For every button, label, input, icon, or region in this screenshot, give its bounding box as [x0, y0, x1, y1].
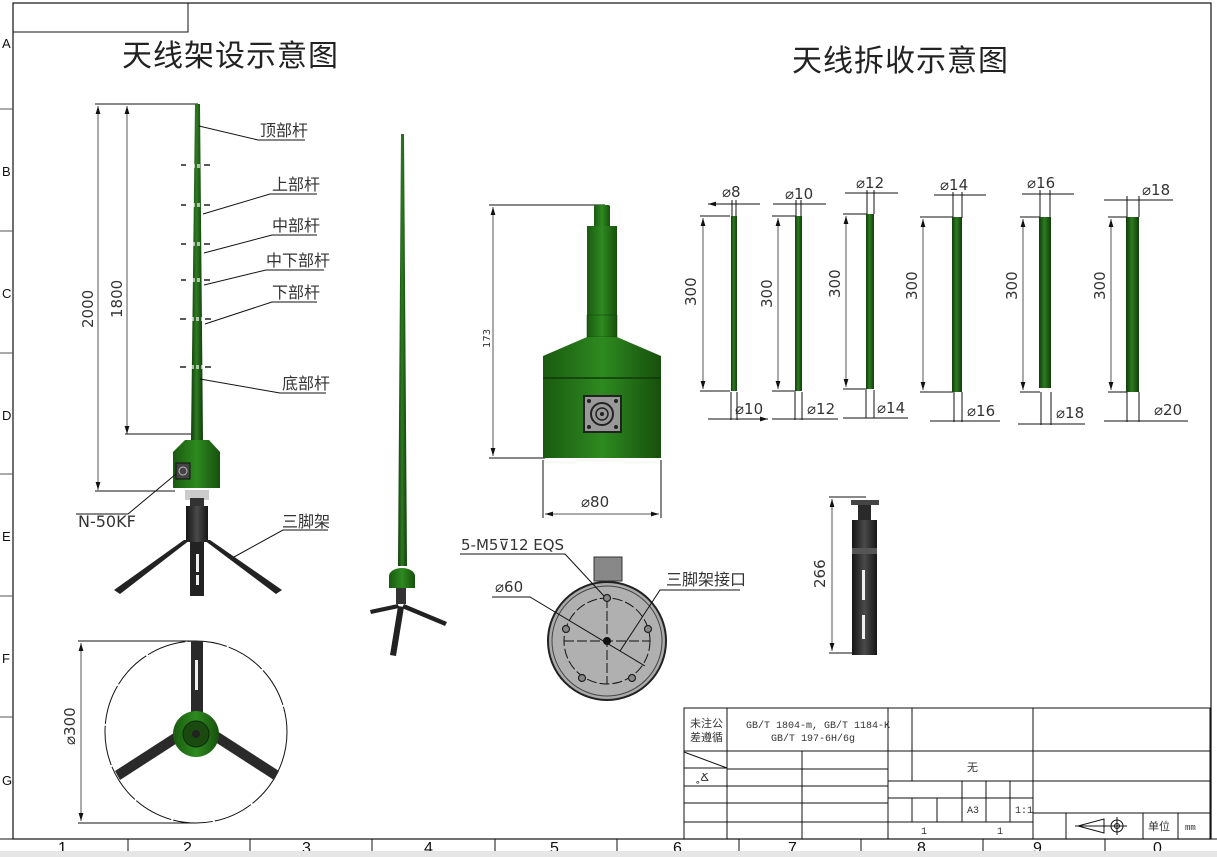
svg-text:⌀16: ⌀16	[1027, 174, 1055, 192]
svg-text:300: 300	[682, 277, 700, 306]
svg-text:⌀12: ⌀12	[856, 174, 884, 192]
svg-text:E: E	[2, 529, 11, 544]
svg-text:⌀10: ⌀10	[735, 400, 763, 418]
svg-text:⌀8: ⌀8	[722, 183, 741, 201]
svg-text:⌀14: ⌀14	[877, 399, 905, 417]
svg-text:⌀300: ⌀300	[61, 707, 79, 745]
antenna-mast	[191, 104, 203, 440]
svg-text:GB/T 197-6H/6g: GB/T 197-6H/6g	[771, 733, 855, 745]
surface-finish-icon: ˳Ճ	[695, 771, 709, 784]
svg-text:⌀14: ⌀14	[940, 176, 968, 194]
svg-text:4: 4	[424, 840, 433, 857]
zone-labels-left: A B C D E F G	[2, 36, 12, 788]
label-upper-rod: 上部杆	[272, 175, 320, 194]
svg-text:5-M5⊽12 EQS: 5-M5⊽12 EQS	[461, 536, 564, 554]
svg-text:C: C	[2, 286, 11, 301]
svg-text:300: 300	[903, 271, 921, 300]
label-top-rod: 顶部杆	[260, 121, 308, 140]
label-n50kf: N-50KF	[78, 512, 136, 531]
antenna-3d-view	[370, 134, 447, 656]
svg-text:1: 1	[58, 840, 67, 857]
svg-text:GB/T 1804-m, GB/T 1184-K: GB/T 1804-m, GB/T 1184-K	[746, 720, 890, 732]
svg-text:D: D	[2, 408, 11, 423]
tripod-leg	[114, 540, 190, 594]
tripod-leg	[204, 540, 282, 594]
svg-text:mm: mm	[1185, 823, 1196, 833]
first-angle-projection-icon	[1075, 817, 1127, 835]
svg-text:A3: A3	[967, 806, 979, 817]
label-middle-rod: 中部杆	[272, 216, 320, 235]
title-block-text: 未注公 差遵循 GB/T 1804-m, GB/T 1184-K GB/T 19…	[690, 716, 1196, 838]
svg-text:0: 0	[1153, 840, 1162, 857]
svg-text:9: 9	[1033, 840, 1042, 857]
erected-antenna-view: 2000 1800 顶部杆 上	[76, 103, 330, 596]
rod-6: ⌀18 300 ⌀20	[1091, 181, 1188, 422]
label-tripod: 三脚架	[282, 512, 330, 531]
left-view-title: 天线架设示意图	[122, 39, 339, 74]
svg-text:单位: 单位	[1148, 819, 1170, 833]
right-view-title: 天线拆收示意图	[792, 44, 1009, 79]
rod-2: ⌀10 300 ⌀12	[758, 185, 838, 420]
svg-text:266: 266	[811, 559, 829, 588]
window-bottom-edge	[0, 851, 1217, 857]
svg-text:⌀10: ⌀10	[785, 185, 813, 203]
rod-1: ⌀8 300 ⌀10	[682, 183, 768, 422]
svg-text:⌀12: ⌀12	[807, 400, 835, 418]
zone-labels-bottom: 1 2 3 4 5 6 7 8 9 0	[58, 840, 1162, 857]
svg-text:⌀18: ⌀18	[1142, 181, 1170, 199]
svg-text:300: 300	[1091, 271, 1109, 300]
label-lower-rod: 下部杆	[272, 283, 320, 302]
base-detail-view: 173 ⌀80	[482, 204, 662, 518]
rod-set: ⌀8 300 ⌀10 ⌀10 300 ⌀12	[682, 174, 1188, 425]
svg-text:300: 300	[758, 279, 776, 308]
tripod-top-view: ⌀300	[61, 640, 288, 824]
rod-3: ⌀12 300 ⌀14	[826, 174, 908, 419]
n-connector-icon	[175, 462, 191, 480]
label-mid-lower-rod: 中下部杆	[266, 251, 330, 270]
svg-text:⌀16: ⌀16	[967, 402, 995, 420]
svg-text:三脚架接口: 三脚架接口	[666, 570, 746, 589]
title-block	[683, 707, 1211, 840]
svg-text:⌀60: ⌀60	[495, 578, 523, 596]
svg-text:⌀80: ⌀80	[581, 493, 609, 511]
svg-text:2: 2	[183, 840, 192, 857]
svg-text:B: B	[2, 164, 11, 179]
dim-1800: 1800	[108, 280, 126, 318]
svg-text:未注公: 未注公	[690, 716, 723, 730]
svg-text:3: 3	[302, 840, 311, 857]
svg-text:8: 8	[917, 840, 926, 857]
svg-text:300: 300	[1003, 271, 1021, 300]
svg-text:6: 6	[673, 840, 682, 857]
rod-5: ⌀16 300 ⌀18	[1003, 174, 1085, 425]
svg-text:1:1: 1:1	[1015, 806, 1033, 817]
folded-tripod-view: 266	[811, 496, 879, 655]
label-bottom-rod: 底部杆	[282, 374, 330, 393]
dim-2000: 2000	[79, 290, 97, 328]
svg-text:1: 1	[921, 827, 927, 838]
base-bottom-view: 5-M5⊽12 EQS ⌀60 三脚架接口	[460, 536, 746, 701]
svg-text:差遵循: 差遵循	[690, 730, 723, 744]
svg-text:173: 173	[482, 329, 493, 348]
svg-text:F: F	[2, 651, 10, 666]
rod-4: ⌀14 300 ⌀16	[903, 176, 1000, 422]
svg-text:⌀20: ⌀20	[1154, 401, 1182, 419]
svg-text:G: G	[2, 773, 12, 788]
svg-text:5: 5	[550, 840, 559, 857]
svg-text:7: 7	[788, 840, 797, 857]
svg-text:1: 1	[997, 827, 1003, 838]
svg-text:无: 无	[967, 761, 978, 774]
svg-text:300: 300	[826, 269, 844, 298]
svg-text:⌀18: ⌀18	[1056, 404, 1084, 422]
svg-text:A: A	[2, 36, 11, 51]
